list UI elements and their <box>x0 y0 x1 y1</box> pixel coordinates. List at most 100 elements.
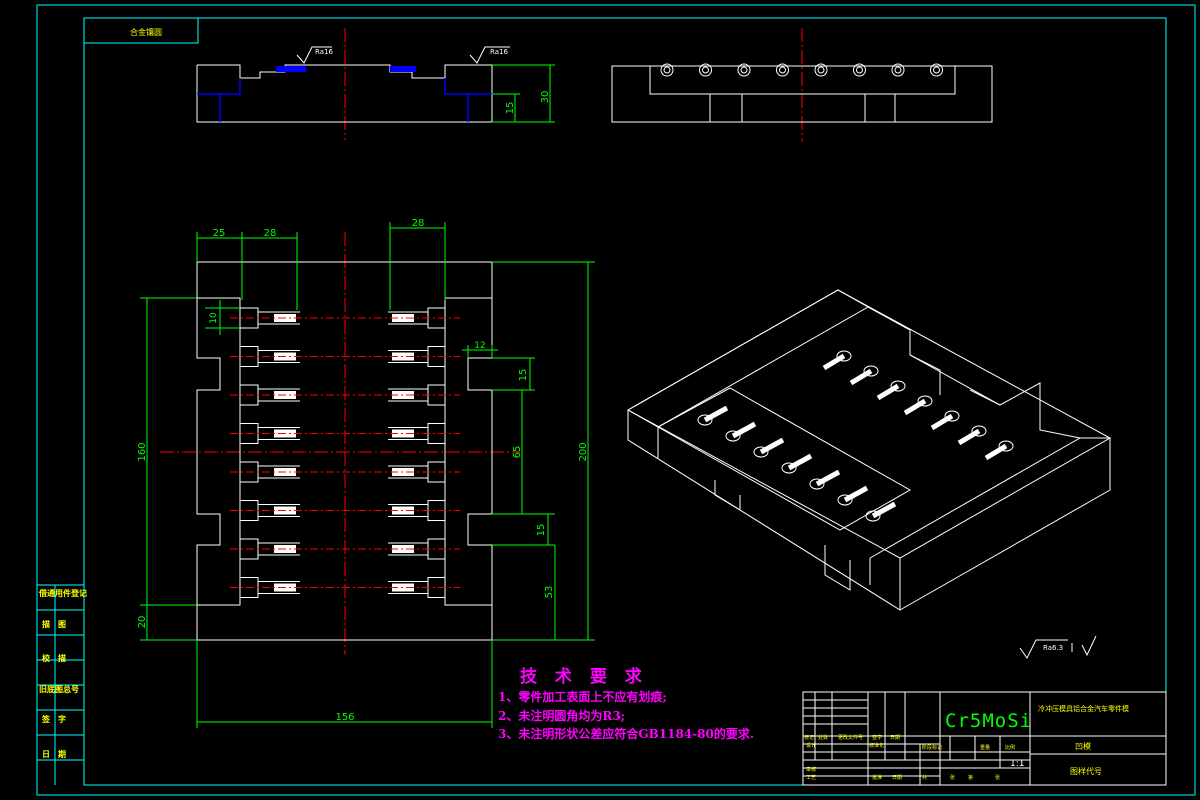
iso-pin <box>930 413 954 431</box>
right-pocket <box>388 477 445 483</box>
right-pocket <box>388 516 445 521</box>
tb-sheet-0: 共 <box>922 775 928 781</box>
iso-pin-socket <box>890 380 906 392</box>
tb-header-4: 日期 <box>890 735 901 741</box>
margin-label-2: 校 描 <box>42 654 66 663</box>
roughness-general-symbol <box>1019 635 1097 659</box>
iso-pin <box>984 443 1008 461</box>
top-view-hole <box>699 63 712 77</box>
top-left-view <box>196 28 555 140</box>
dim-h20: 20 <box>137 616 148 629</box>
dim-w12: 12 <box>474 341 485 351</box>
right-pocket <box>388 593 445 598</box>
top-view-hole <box>891 63 905 77</box>
iso-pin-socket <box>971 425 987 437</box>
top-view-hole-inner <box>856 66 863 74</box>
svg-text:Ra16: Ra16 <box>490 48 508 56</box>
tb-sheet-3: 张 <box>995 775 1001 781</box>
drawing-name: 冷冲压模具铝合金汽车零件模 <box>1038 705 1129 713</box>
roughness-labels: Ra16 Ra16 Ra6.3 <box>315 48 1063 652</box>
tech-requirements-title: 技 术 要 求 <box>520 667 648 687</box>
tb-approve: 批准 <box>872 775 883 781</box>
top-view-hole <box>814 63 828 77</box>
iso-pin-socket <box>809 478 825 490</box>
iso-pin-socket <box>781 462 797 474</box>
iso-pin-socket <box>865 510 881 522</box>
right-pocket <box>388 362 445 367</box>
left-pocket <box>240 577 300 582</box>
iso-pin-socket <box>836 350 852 362</box>
right-pocket <box>388 423 445 428</box>
left-pocket <box>240 500 300 505</box>
iso-pin <box>871 501 897 519</box>
tech-requirement-2: 2、未注明圆角均为R3; <box>498 709 626 723</box>
left-pocket <box>240 439 300 444</box>
iso-pin <box>703 405 729 423</box>
margin-label-4: 签 字 <box>42 715 66 724</box>
iso-pin <box>787 453 813 471</box>
iso-pin-socket <box>725 430 741 442</box>
left-pocket <box>240 516 300 521</box>
tb-stage-1: 重量 <box>980 745 991 751</box>
right-pocket <box>388 500 445 505</box>
tb-date: 日期 <box>892 775 903 781</box>
tb-header-1: 处数 <box>818 735 829 741</box>
top-view-hole-inner <box>740 66 748 74</box>
right-pocket <box>388 384 445 390</box>
tb-header-0: 标记 <box>804 735 815 741</box>
front-dimensions <box>140 222 595 728</box>
part-name: 凹模 <box>1075 742 1091 751</box>
dim-h65: 65 <box>512 446 523 459</box>
left-pocket <box>240 346 300 351</box>
tech-requirement-1: 1、零件加工表面上不应有划痕; <box>498 690 667 704</box>
iso-pin-socket <box>837 494 853 506</box>
iso-pin-socket <box>998 440 1014 452</box>
left-pocket <box>240 423 300 428</box>
drawing-code: 图样代号 <box>1070 767 1102 776</box>
svg-text:Ra6.3: Ra6.3 <box>1043 644 1063 652</box>
dim-w156: 156 <box>335 712 354 723</box>
left-pocket <box>240 538 300 544</box>
iso-pin <box>903 398 927 416</box>
iso-pin <box>849 368 873 386</box>
iso-pin-socket <box>753 446 769 458</box>
top-right-view <box>611 28 993 142</box>
right-pocket <box>388 439 445 444</box>
tb-std: 标准化 <box>869 743 885 749</box>
left-pocket <box>240 477 300 483</box>
top-view-hole <box>853 63 866 77</box>
tech-requirement-3: 3、未注明形状公差应符合GB1184-80的要求. <box>498 727 754 741</box>
dim-h10: 10 <box>209 312 219 324</box>
dim-top-height: 30 <box>540 91 551 104</box>
left-pocket <box>240 554 300 560</box>
top-view-hole <box>737 63 751 77</box>
tb-row-2: 工艺 <box>806 775 817 781</box>
tb-row-1: 审核 <box>806 767 817 773</box>
title-block <box>802 691 1167 786</box>
dim-top-step: 15 <box>505 102 516 115</box>
tb-header-2: 更改文件号 <box>838 735 864 741</box>
dim-w25: 25 <box>213 228 226 239</box>
top-view-hole-inner <box>702 66 709 74</box>
iso-pin-socket <box>944 410 960 422</box>
iso-pin-socket <box>863 365 879 377</box>
top-view-hole-inner <box>933 66 940 74</box>
iso-pin <box>843 485 869 503</box>
drawing-frame <box>36 4 1196 796</box>
corner-box-label: 合金镶圆 <box>130 28 162 37</box>
isometric-view <box>626 289 1112 611</box>
top-view-hole <box>660 63 674 77</box>
margin-label-1: 描 图 <box>42 620 66 629</box>
margin-label-5: 日 期 <box>42 750 66 759</box>
top-view-hole-inner <box>894 66 902 74</box>
iso-pin-socket <box>917 395 933 407</box>
tb-row-0: 设计 <box>806 743 817 749</box>
right-pocket <box>388 323 445 329</box>
right-pocket <box>388 577 445 582</box>
top-view-hole <box>930 63 943 77</box>
iso-pin <box>957 428 981 446</box>
iso-pin <box>822 353 846 371</box>
tb-sheet-1: 张 <box>950 775 956 781</box>
tb-stage-2: 比例 <box>1005 745 1016 751</box>
